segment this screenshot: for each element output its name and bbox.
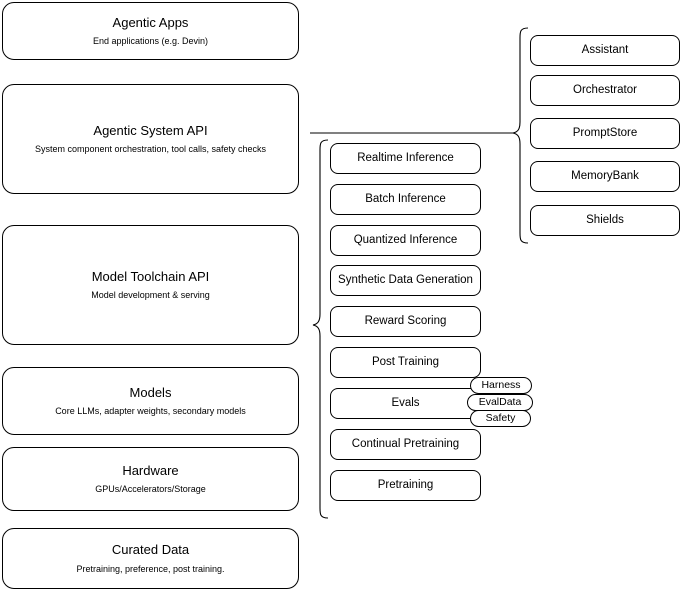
stack-card-agentic-apps[interactable]: Agentic Apps End applications (e.g. Devi…: [2, 2, 299, 60]
stack-card-subtitle: Core LLMs, adapter weights, secondary mo…: [55, 406, 246, 416]
toolchain-item-pretraining[interactable]: Pretraining: [330, 470, 481, 501]
stack-card-title: Models: [129, 384, 172, 400]
stack-card-title: Curated Data: [111, 542, 190, 558]
stack-card-subtitle: System component orchestration, tool cal…: [34, 144, 267, 154]
eval-chip-harness[interactable]: Harness: [470, 377, 532, 394]
eval-chip-label: Safety: [485, 412, 516, 425]
stack-card-title: Agentic System API: [93, 122, 208, 138]
system-brace-icon: [512, 27, 529, 244]
stack-card-title: Hardware: [122, 462, 179, 478]
stack-card-subtitle: GPUs/Accelerators/Storage: [95, 484, 206, 494]
system-item-label: Assistant: [581, 44, 629, 57]
toolchain-brace-icon: [312, 139, 329, 519]
system-item-assistant[interactable]: Assistant: [530, 35, 680, 66]
toolchain-item-post-training[interactable]: Post Training: [330, 347, 481, 378]
stack-card-curated-data[interactable]: Curated Data Pretraining, preference, po…: [2, 528, 299, 589]
toolchain-item-quantized-inference[interactable]: Quantized Inference: [330, 225, 481, 256]
system-item-label: PromptStore: [572, 127, 638, 140]
toolchain-item-label: Quantized Inference: [353, 234, 458, 247]
toolchain-item-realtime-inference[interactable]: Realtime Inference: [330, 143, 481, 174]
stack-card-model-toolchain-api[interactable]: Model Toolchain API Model development & …: [2, 225, 299, 345]
system-item-label: Orchestrator: [573, 84, 637, 97]
stack-card-hardware[interactable]: Hardware GPUs/Accelerators/Storage: [2, 447, 299, 511]
toolchain-item-label: Pretraining: [377, 479, 434, 492]
toolchain-item-label: Batch Inference: [365, 193, 446, 206]
eval-chip-label: EvalData: [478, 396, 522, 409]
stack-card-models[interactable]: Models Core LLMs, adapter weights, secon…: [2, 367, 299, 435]
toolchain-item-label: Reward Scoring: [364, 315, 447, 328]
stack-card-agentic-system-api[interactable]: Agentic System API System component orch…: [2, 84, 299, 194]
toolchain-item-reward-scoring[interactable]: Reward Scoring: [330, 306, 481, 337]
system-item-shields[interactable]: Shields: [530, 205, 680, 236]
system-item-promptstore[interactable]: PromptStore: [530, 118, 680, 149]
toolchain-item-synthetic-data-generation[interactable]: Synthetic Data Generation: [330, 265, 481, 296]
toolchain-item-label: Synthetic Data Generation: [338, 274, 473, 287]
stack-card-subtitle: Pretraining, preference, post training.: [76, 563, 225, 574]
stack-card-subtitle: Model development & serving: [91, 290, 210, 300]
system-item-memorybank[interactable]: MemoryBank: [530, 161, 680, 192]
eval-chip-safety[interactable]: Safety: [470, 410, 531, 427]
toolchain-item-evals[interactable]: Evals: [330, 388, 481, 419]
toolchain-item-batch-inference[interactable]: Batch Inference: [330, 184, 481, 215]
system-item-label: Shields: [586, 214, 624, 227]
system-item-label: MemoryBank: [571, 170, 639, 183]
eval-chip-evaldata[interactable]: EvalData: [467, 394, 533, 411]
stack-card-title: Agentic Apps: [112, 14, 189, 30]
stack-card-title: Model Toolchain API: [91, 268, 210, 284]
toolchain-item-label: Evals: [391, 397, 420, 410]
system-item-orchestrator[interactable]: Orchestrator: [530, 75, 680, 106]
toolchain-item-label: Continual Pretraining: [351, 438, 460, 451]
toolchain-item-label: Post Training: [371, 356, 440, 369]
toolchain-item-continual-pretraining[interactable]: Continual Pretraining: [330, 429, 481, 460]
eval-chip-label: Harness: [481, 379, 521, 392]
stack-card-subtitle: End applications (e.g. Devin): [92, 36, 209, 46]
toolchain-item-label: Realtime Inference: [357, 152, 454, 165]
